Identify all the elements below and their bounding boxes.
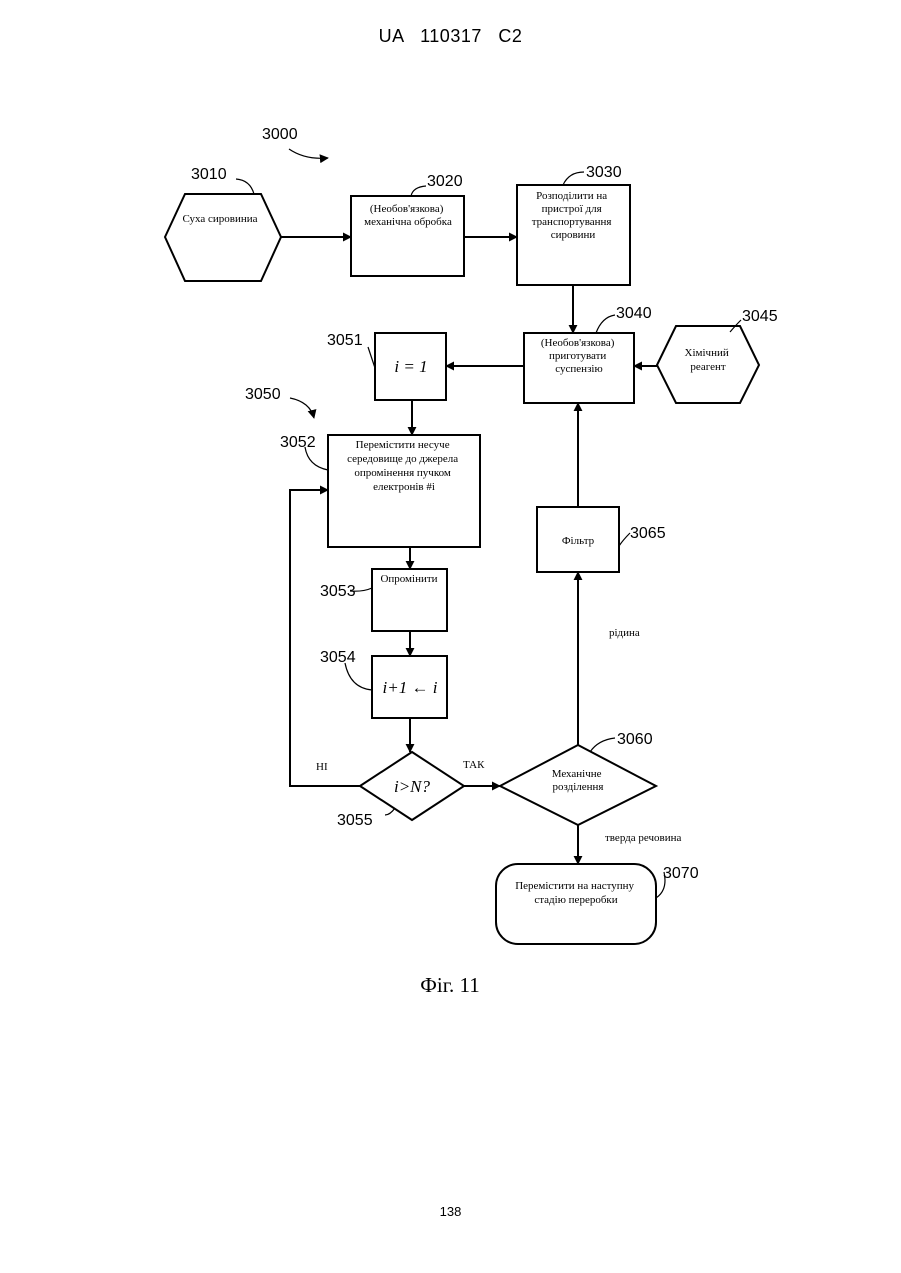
edge-label-solid: тверда речовина [605, 832, 682, 844]
ref-3000: 3000 [262, 126, 298, 143]
leader-3055 [385, 808, 395, 815]
label-3010: Суха сировиниа [182, 213, 257, 225]
edge-label-yes: ТАК [463, 759, 485, 771]
leader-3000 [289, 149, 328, 158]
expr-3054: i+1 ← i [383, 678, 438, 697]
ref-3051: 3051 [327, 332, 363, 349]
label-3020: (Необов'язкова) механічна обробка [364, 203, 452, 228]
edge-3055-3052-loop [290, 490, 360, 786]
edge-label-liquid: рідина [609, 627, 640, 639]
ref-3010: 3010 [191, 166, 227, 183]
leader-3050 [290, 398, 314, 418]
ref-3070: 3070 [663, 865, 699, 882]
ref-3050: 3050 [245, 386, 281, 403]
leader-3054 [345, 663, 372, 690]
figure-caption: Фіг. 11 [420, 973, 479, 997]
label-3045: Хімічний реагент [685, 347, 732, 373]
expr-3055: i>N? [394, 777, 431, 796]
expr-3051: i = 1 [394, 357, 427, 376]
page-number: 138 [0, 1204, 901, 1219]
leader-3051 [368, 347, 375, 368]
leader-3010 [236, 179, 254, 194]
ref-3040: 3040 [616, 305, 652, 322]
label-3060: Механічне розділення [552, 768, 605, 793]
node-3010-hexagon [165, 194, 281, 281]
ref-3065: 3065 [630, 525, 666, 542]
ref-3054: 3054 [320, 649, 356, 666]
ref-3055: 3055 [337, 812, 373, 829]
leader-3030 [563, 172, 584, 185]
label-3030: Розподілити на пристрої для транспортува… [532, 190, 615, 241]
ref-3053: 3053 [320, 583, 356, 600]
ref-3030: 3030 [586, 164, 622, 181]
leader-3065 [619, 533, 630, 546]
leader-3040 [596, 315, 615, 333]
label-3040: (Необов'язкова) приготувати суспензію [541, 337, 617, 375]
label-3052: Перемістити несуче середовище до джерела… [347, 439, 461, 493]
label-3053: Опромінити [380, 573, 437, 585]
ref-3045: 3045 [742, 308, 778, 325]
edge-label-no: НІ [316, 761, 328, 773]
ref-3052: 3052 [280, 434, 316, 451]
leader-3020 [411, 186, 426, 196]
leader-3060 [590, 738, 615, 752]
label-3065: Фільтр [562, 535, 595, 547]
ref-3060: 3060 [617, 731, 653, 748]
ref-3020: 3020 [427, 173, 463, 190]
label-3070: Перемістити на наступну стадію переробки [515, 880, 637, 906]
